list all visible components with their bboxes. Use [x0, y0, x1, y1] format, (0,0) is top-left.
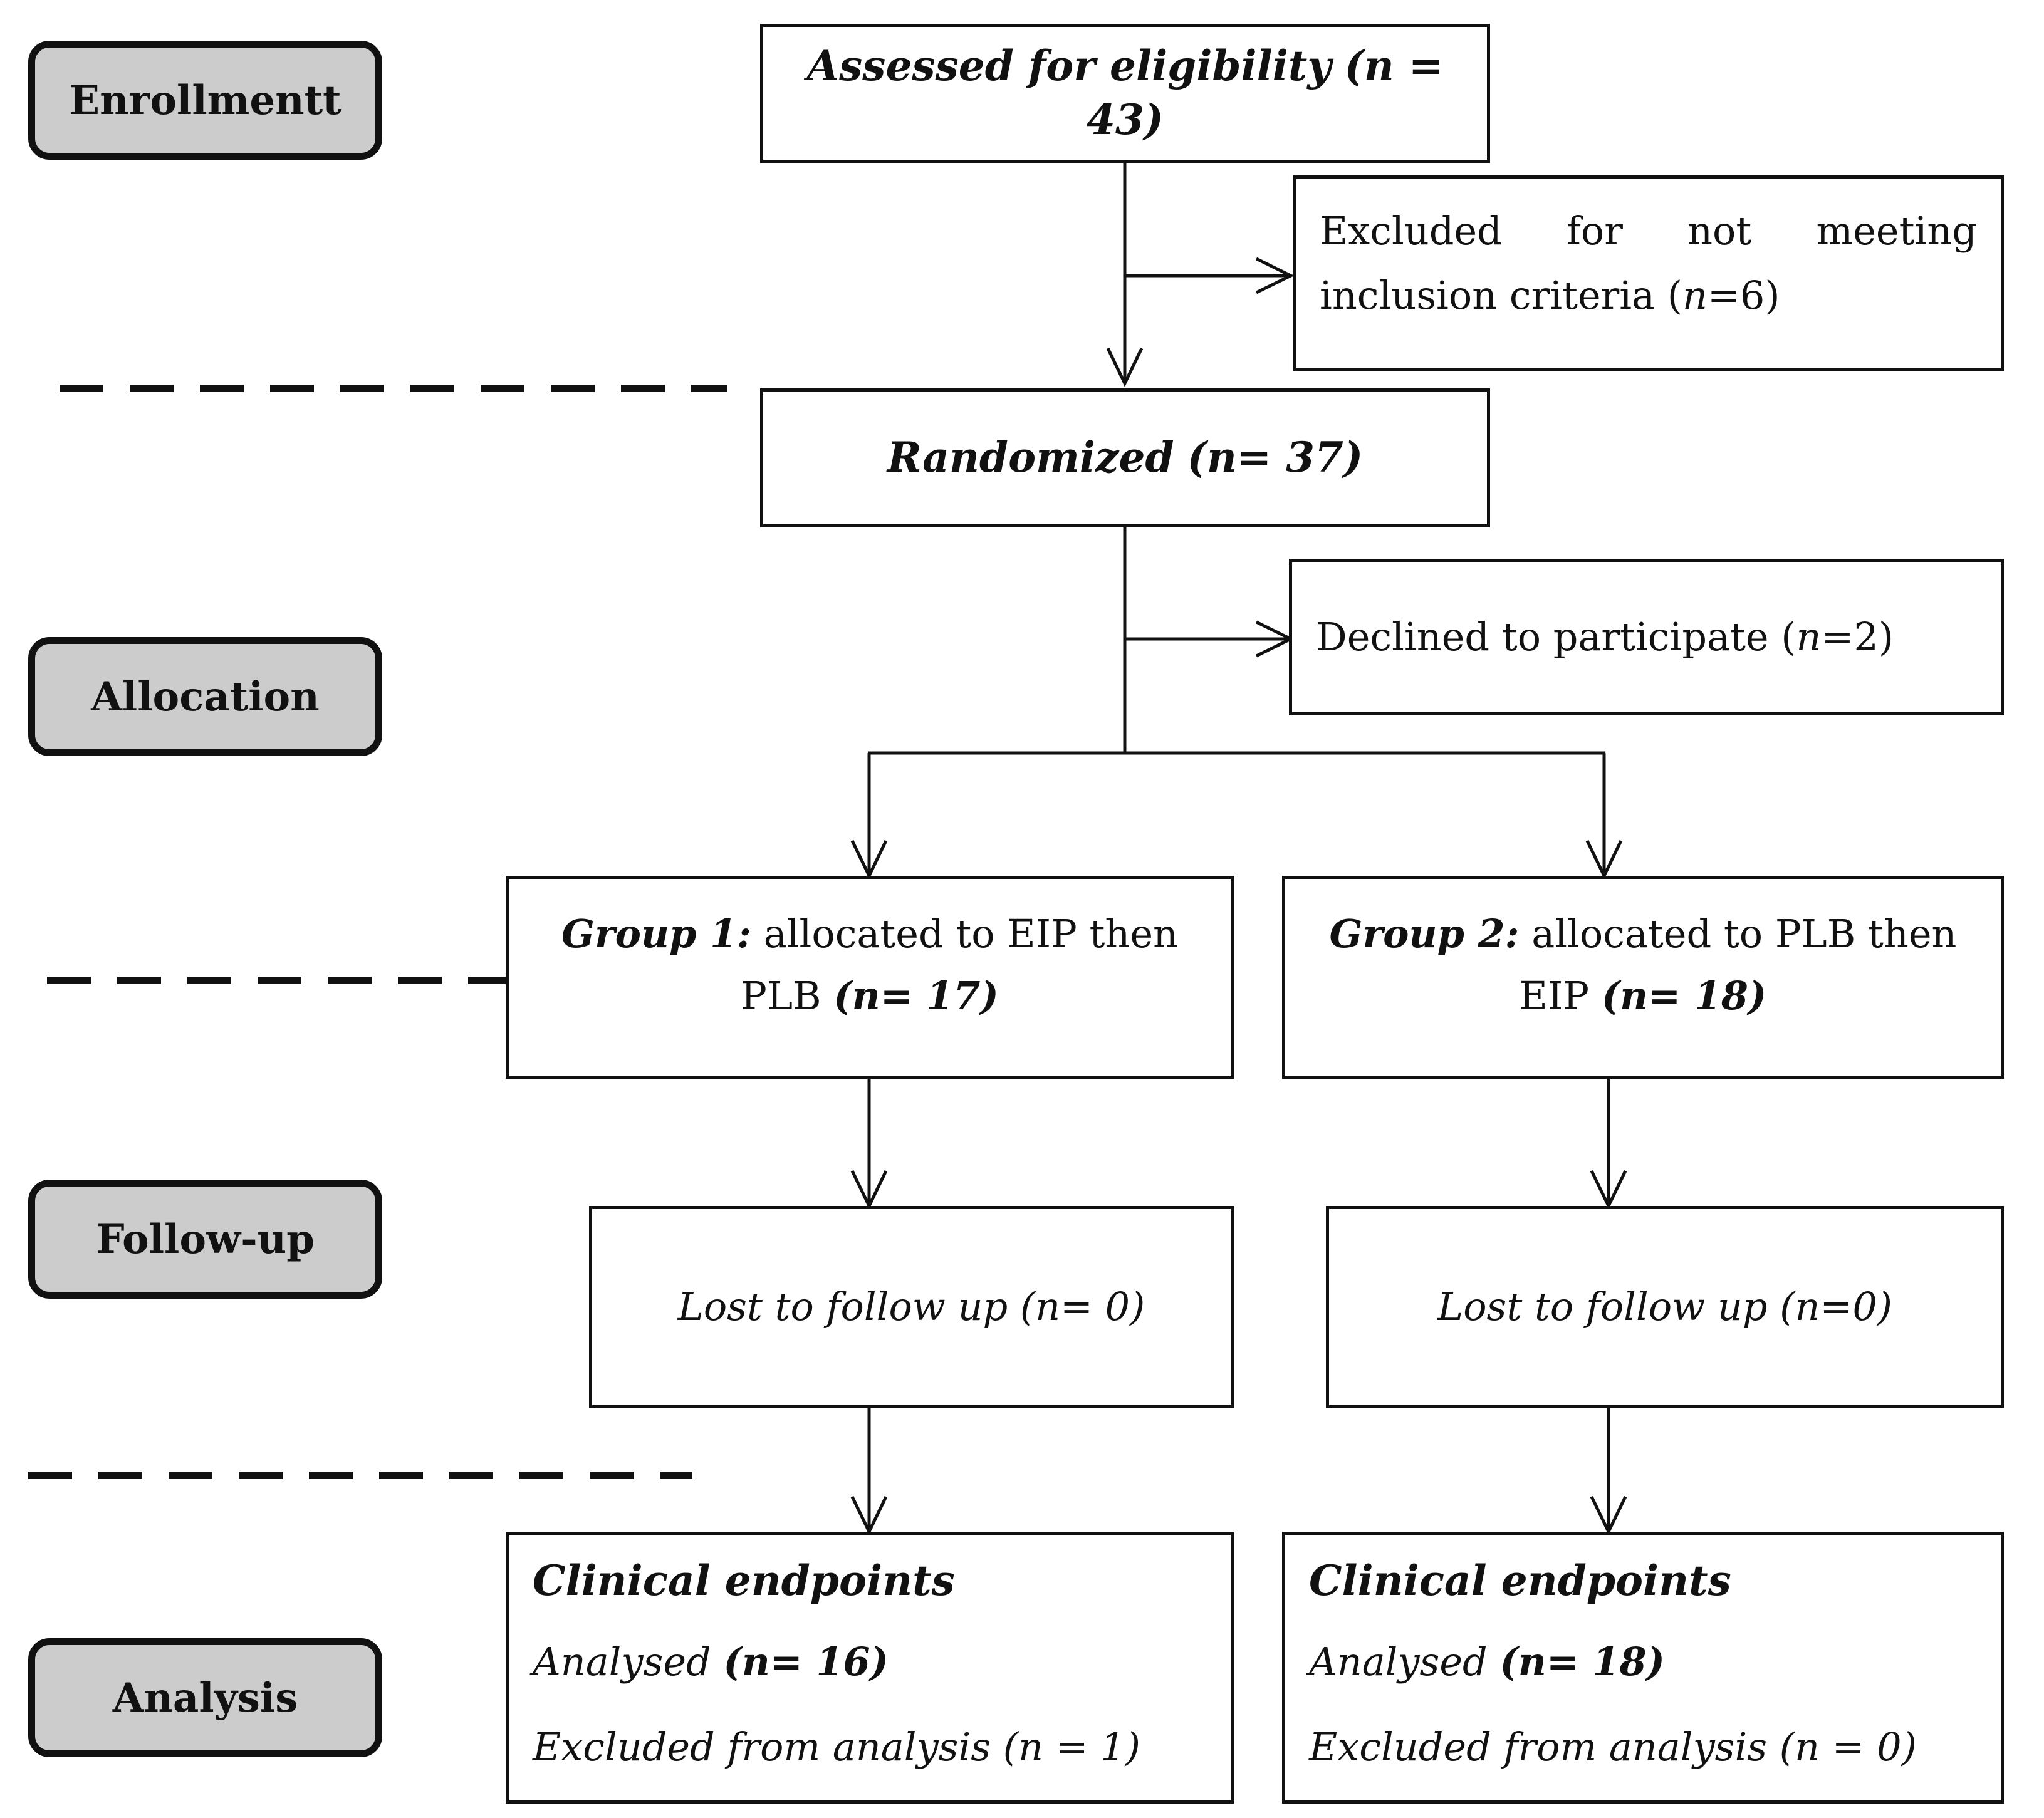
excluded-box: Excluded for not meeting inclusion crite…: [1293, 175, 2004, 371]
group1-count: (n= 17): [833, 972, 999, 1019]
group1-line1: Group 1: allocated to EIP then: [561, 911, 1178, 957]
declined-box: Declined to participate (n=2): [1289, 559, 2004, 715]
stage-followup-label: Follow-up: [96, 1215, 315, 1263]
group1-name: Group 1:: [561, 911, 752, 957]
group1-box: Group 1: allocated to EIP then PLB (n= 1…: [506, 876, 1234, 1079]
lost2-text: Lost to follow up (n=0): [1437, 1284, 1892, 1330]
group2-count: (n= 18): [1601, 972, 1767, 1019]
analysis1-box: Clinical endpoints Analysed (n= 16) Excl…: [506, 1532, 1234, 1804]
declined-text: Declined to participate (n=2): [1316, 613, 1894, 660]
assessed-label: Assessed for eligibility: [806, 41, 1332, 91]
group2-box: Group 2: allocated to PLB then EIP (n= 1…: [1282, 876, 2004, 1079]
analysis2-title: Clinical endpoints: [1309, 1556, 1731, 1605]
excluded-line1: Excluded for not meeting: [1320, 208, 1977, 254]
analysis2-excluded: Excluded from analysis (n = 0): [1309, 1724, 1917, 1770]
assessed-box: Assessed for eligibility (n = 43): [760, 24, 1490, 163]
lost1-text: Lost to follow up (n= 0): [677, 1284, 1145, 1330]
randomized-box: Randomized (n= 37): [760, 388, 1490, 527]
group2-name: Group 2:: [1329, 911, 1520, 957]
analysis1-analysed: Analysed (n= 16): [533, 1639, 889, 1685]
stage-allocation-label: Allocation: [91, 673, 320, 720]
stage-followup: Follow-up: [28, 1180, 382, 1299]
arrowhead-excluded: [1255, 257, 1295, 294]
lost2-box: Lost to follow up (n=0): [1326, 1206, 2004, 1408]
stage-analysis: Analysis: [28, 1638, 382, 1757]
assessed-count: (n = 43): [1086, 41, 1444, 144]
group2-line1: Group 2: allocated to PLB then: [1329, 911, 1957, 957]
group2-line2: EIP (n= 18): [1519, 972, 1767, 1019]
lost1-box: Lost to follow up (n= 0): [589, 1206, 1234, 1408]
analysis1-excluded: Excluded from analysis (n = 1): [533, 1724, 1140, 1770]
group1-line2: PLB (n= 17): [741, 972, 999, 1019]
stage-enrollment: Enrollmentt: [28, 41, 382, 160]
arrowhead-randomized: [1106, 347, 1144, 387]
stage-analysis-label: Analysis: [112, 1674, 298, 1722]
randomized-count: (n= 37): [1187, 433, 1364, 482]
excluded-line2: inclusion criteria (n=6): [1320, 272, 1780, 318]
stage-enrollment-label: Enrollmentt: [69, 76, 342, 124]
analysis2-analysed: Analysed (n= 18): [1309, 1639, 1665, 1685]
analysis1-title: Clinical endpoints: [533, 1556, 955, 1605]
randomized-label: Randomized: [887, 433, 1174, 482]
stage-allocation: Allocation: [28, 637, 382, 756]
analysis2-box: Clinical endpoints Analysed (n= 18) Excl…: [1282, 1532, 2004, 1804]
